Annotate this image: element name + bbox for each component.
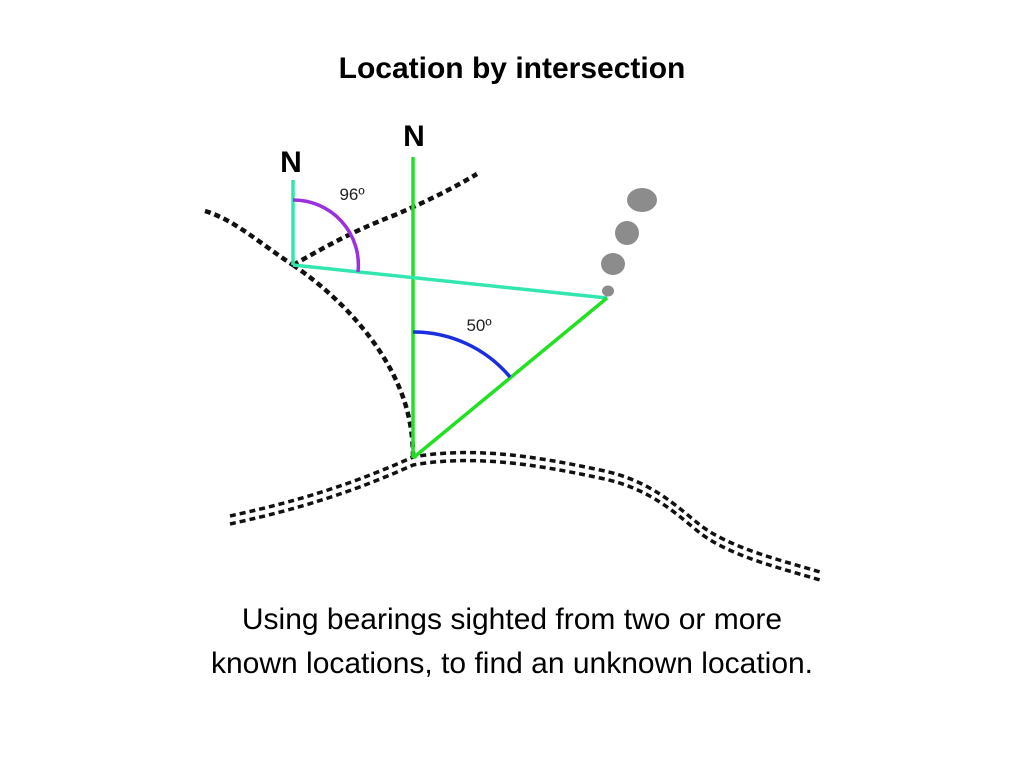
angle-arc-96 bbox=[292, 198, 361, 273]
lower-road bbox=[229, 450, 821, 582]
road-line-bottom bbox=[229, 458, 821, 582]
trail-south-segment bbox=[291, 263, 416, 459]
caption: Using bearings sighted from two or more … bbox=[0, 598, 1024, 686]
slide-title: Location by intersection bbox=[338, 52, 686, 85]
angle-label-50: 50º bbox=[466, 316, 491, 335]
north-label-2: N bbox=[403, 120, 425, 153]
angle-arc-50 bbox=[412, 330, 512, 379]
trail-northeast-segment bbox=[291, 172, 479, 267]
road-line-top bbox=[229, 450, 821, 574]
smoke-puff-3 bbox=[615, 221, 639, 245]
bearing-line-2 bbox=[411, 296, 609, 460]
smoke-puff-1 bbox=[602, 285, 614, 297]
trail-west-segment bbox=[204, 208, 295, 267]
smoke-icon bbox=[601, 188, 657, 297]
upper-trail bbox=[204, 172, 479, 459]
north-label-1: N bbox=[280, 146, 302, 179]
bearing-line-1 bbox=[292, 263, 608, 300]
angle-label-96: 96º bbox=[339, 185, 364, 204]
caption-line-1: Using bearings sighted from two or more bbox=[241, 603, 783, 636]
smoke-puff-2 bbox=[601, 253, 625, 275]
smoke-puff-4 bbox=[627, 188, 657, 212]
caption-line-2: known locations, to find an unknown loca… bbox=[210, 647, 814, 680]
